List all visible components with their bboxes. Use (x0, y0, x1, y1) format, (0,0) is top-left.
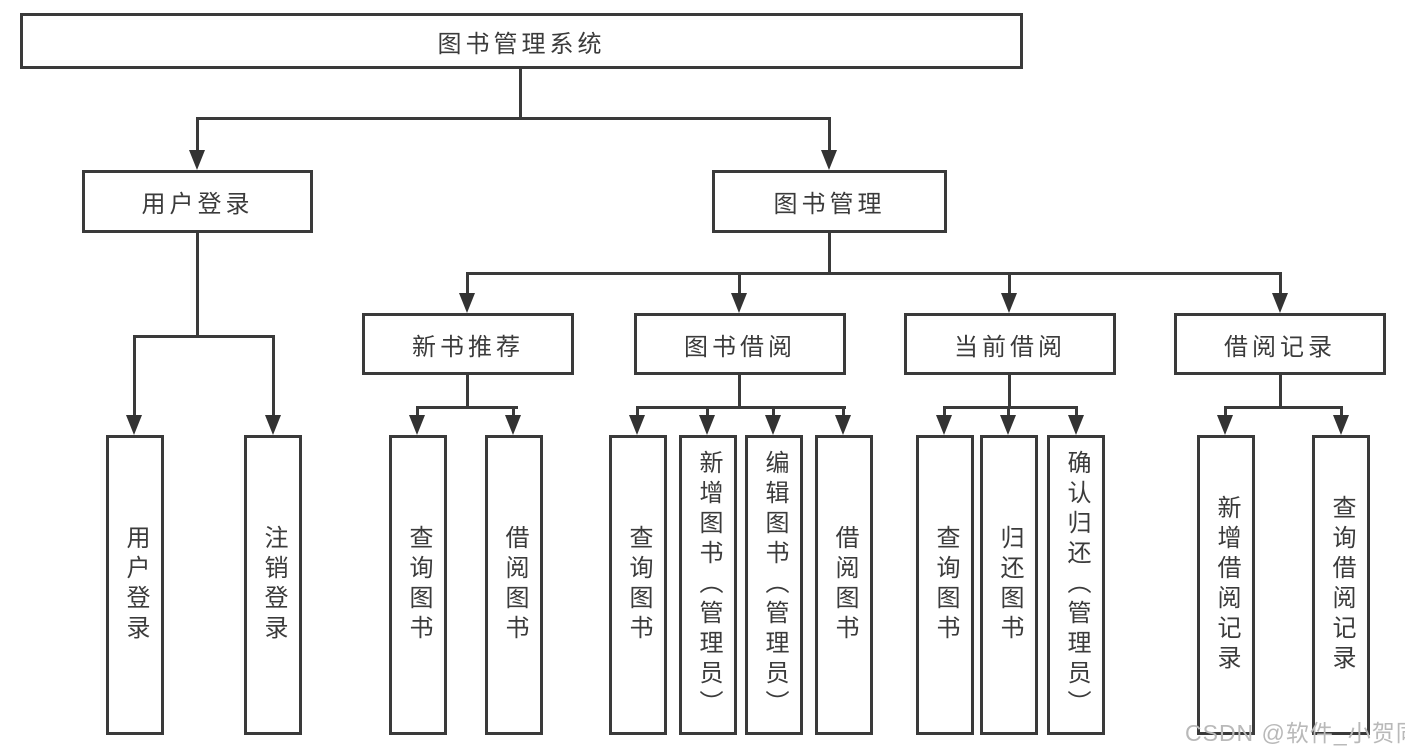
arrow-down-icon (1001, 293, 1017, 313)
arrow-down-icon (835, 415, 851, 435)
arrow-down-icon (765, 415, 781, 435)
connector-line (416, 406, 419, 415)
arrow-down-icon (1068, 415, 1084, 435)
connector-line (1007, 406, 1010, 415)
arrow-down-icon (1000, 415, 1016, 435)
leaf-borrow-books-recommend: 借阅图书 (485, 435, 543, 735)
connector-line (842, 406, 845, 415)
connector-line (1075, 406, 1078, 415)
leaf-query-books-current: 查询图书 (916, 435, 974, 735)
connector-line (706, 406, 709, 415)
connector-line (636, 406, 846, 409)
arrow-down-icon (1333, 415, 1349, 435)
csdn-watermark: CSDN @软件_小贺同学 (1185, 720, 1405, 746)
connector-line (1224, 406, 1227, 415)
connector-line (133, 335, 275, 338)
leaf-user-login: 用户登录 (106, 435, 164, 735)
arrow-down-icon (821, 150, 837, 170)
leaf-return-books: 归还图书 (980, 435, 1038, 735)
leaf-add-books-admin: 新增图书（管理员） (679, 435, 737, 735)
arrow-down-icon (459, 293, 475, 313)
arrow-down-icon (265, 415, 281, 435)
connector-line (1008, 272, 1011, 293)
arrow-down-icon (189, 150, 205, 170)
connector-line (416, 406, 518, 409)
connector-line (133, 335, 136, 415)
connector-line (943, 406, 946, 415)
connector-line (512, 406, 515, 415)
connector-line (466, 272, 469, 293)
arrow-down-icon (629, 415, 645, 435)
connector-line (738, 375, 741, 409)
connector-line (1224, 406, 1343, 409)
arrow-down-icon (1217, 415, 1233, 435)
node-new-book-recommend: 新书推荐 (362, 313, 574, 375)
connector-line (828, 233, 831, 275)
arrow-down-icon (936, 415, 952, 435)
connector-line (738, 272, 741, 293)
connector-line (196, 233, 199, 338)
connector-line (272, 335, 275, 415)
node-user-login: 用户登录 (82, 170, 313, 233)
leaf-borrow-books: 借阅图书 (815, 435, 873, 735)
leaf-query-books-recommend: 查询图书 (389, 435, 447, 735)
leaf-confirm-return-admin: 确认归还（管理员） (1047, 435, 1105, 735)
connector-line (828, 117, 831, 150)
leaf-add-borrow-record: 新增借阅记录 (1197, 435, 1255, 735)
connector-line (519, 69, 522, 120)
arrow-down-icon (126, 415, 142, 435)
node-book-management: 图书管理 (712, 170, 947, 233)
connector-line (772, 406, 775, 415)
connector-line (196, 117, 831, 120)
leaf-edit-books-admin: 编辑图书（管理员） (745, 435, 803, 735)
leaf-query-books-borrow: 查询图书 (609, 435, 667, 735)
connector-line (1279, 375, 1282, 409)
connector-line (466, 272, 1282, 275)
arrow-down-icon (699, 415, 715, 435)
leaf-logout: 注销登录 (244, 435, 302, 735)
connector-line (1340, 406, 1343, 415)
node-current-borrowing: 当前借阅 (904, 313, 1116, 375)
node-book-borrowing: 图书借阅 (634, 313, 846, 375)
connector-line (1279, 272, 1282, 293)
arrow-down-icon (1272, 293, 1288, 313)
connector-line (943, 406, 1078, 409)
node-borrowing-records: 借阅记录 (1174, 313, 1386, 375)
connector-line (196, 117, 199, 150)
connector-line (466, 375, 469, 409)
arrow-down-icon (505, 415, 521, 435)
node-root-library-system: 图书管理系统 (20, 13, 1023, 69)
leaf-query-borrow-record: 查询借阅记录 (1312, 435, 1370, 735)
arrow-down-icon (409, 415, 425, 435)
arrow-down-icon (731, 293, 747, 313)
connector-line (636, 406, 639, 415)
connector-line (1008, 375, 1011, 409)
